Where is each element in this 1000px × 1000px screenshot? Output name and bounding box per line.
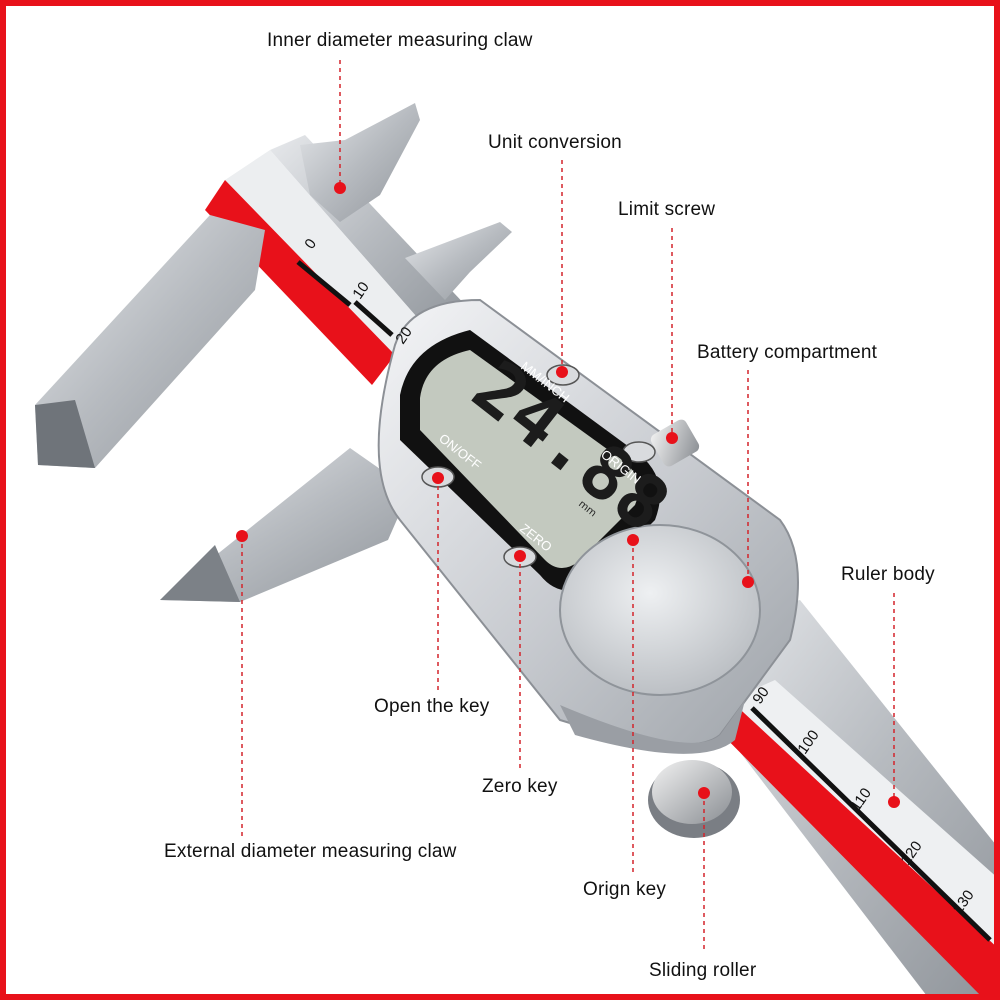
tick-top-2: 20	[392, 324, 415, 347]
tick-bottom-0: 90	[749, 684, 772, 707]
label-open-key: Open the key	[374, 696, 490, 717]
dot-zero-key	[514, 550, 526, 562]
dot-inner-claw	[334, 182, 346, 194]
inner-claw	[300, 103, 512, 300]
dot-unit-conversion	[556, 366, 568, 378]
label-origin-key: Orign key	[583, 879, 667, 900]
battery-compartment	[559, 524, 761, 696]
slider-body-edge	[560, 700, 745, 754]
external-claw-sliding-tip	[160, 545, 240, 602]
sliding-roller	[648, 760, 740, 838]
roller-face	[652, 760, 732, 824]
ruler-beam-lower	[700, 600, 994, 994]
scale-line-upper	[296, 260, 352, 307]
leader-lines	[241, 60, 895, 952]
external-claw-tip	[35, 400, 95, 468]
dot-limit-screw	[666, 432, 678, 444]
label-inner-claw: Inner diameter measuring claw	[267, 30, 533, 51]
dot-external-claw	[236, 530, 248, 542]
dot-ruler-body	[888, 796, 900, 808]
callout-dots	[236, 182, 900, 808]
origin-button	[622, 441, 656, 463]
dot-origin-key	[627, 534, 639, 546]
dot-open-key	[432, 472, 444, 484]
scale-line-upper-2	[353, 300, 394, 337]
lcd-assembly	[400, 330, 660, 591]
label-sliding-roller: Sliding roller	[649, 960, 757, 981]
dot-battery	[742, 576, 754, 588]
label-ruler-body: Ruler body	[841, 564, 935, 585]
dot-sliding-roller	[698, 787, 710, 799]
beam-upper-face	[225, 150, 430, 355]
lcd-screen	[420, 350, 639, 569]
inner-claw-fixed	[300, 103, 420, 222]
label-external-claw: External diameter measuring claw	[164, 841, 457, 862]
label-battery: Battery compartment	[697, 342, 878, 363]
label-limit-screw: Limit screw	[618, 199, 716, 220]
label-unit-conversion: Unit conversion	[488, 132, 622, 153]
tick-top-1: 10	[349, 279, 372, 302]
inner-claw-sliding	[405, 222, 512, 300]
beam-lower-red-stripe	[700, 690, 994, 994]
external-claw-fixed	[35, 215, 265, 468]
label-zero-key: Zero key	[482, 776, 558, 797]
scale-line-lower	[750, 706, 992, 942]
